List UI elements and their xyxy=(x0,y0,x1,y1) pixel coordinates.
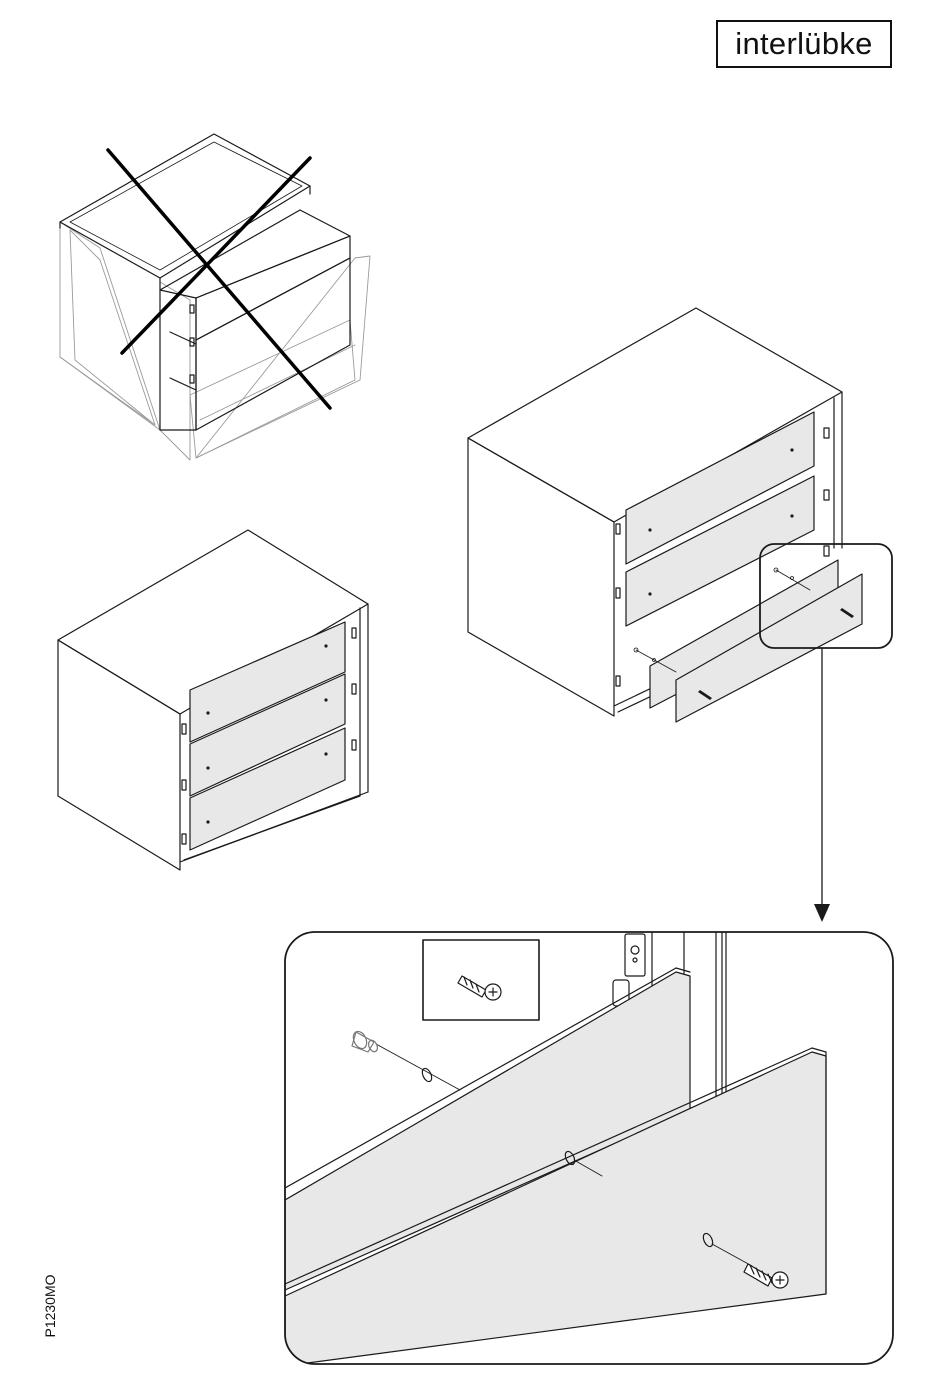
incorrect-removal-illustration xyxy=(60,134,370,460)
cabinet-top-inner xyxy=(70,142,302,270)
screw-inset xyxy=(423,940,539,1020)
hinge-icon xyxy=(190,375,194,383)
remove-fronts-illustration xyxy=(468,308,892,922)
detail-screw-illustration xyxy=(285,932,893,1364)
hinge-icon xyxy=(190,305,194,313)
cabinet-top xyxy=(60,134,310,278)
drawer-fronts xyxy=(190,622,345,850)
document-code: P1230MO xyxy=(40,1276,60,1336)
arrow-down-icon xyxy=(814,904,830,922)
hinge-plate xyxy=(625,934,645,976)
cabinet-with-fronts-illustration xyxy=(58,530,368,870)
cabinet-side xyxy=(58,640,180,870)
cross-icon-stroke-2 xyxy=(122,158,310,353)
dowel-icon xyxy=(351,1029,379,1053)
cabinet-side xyxy=(468,438,614,716)
